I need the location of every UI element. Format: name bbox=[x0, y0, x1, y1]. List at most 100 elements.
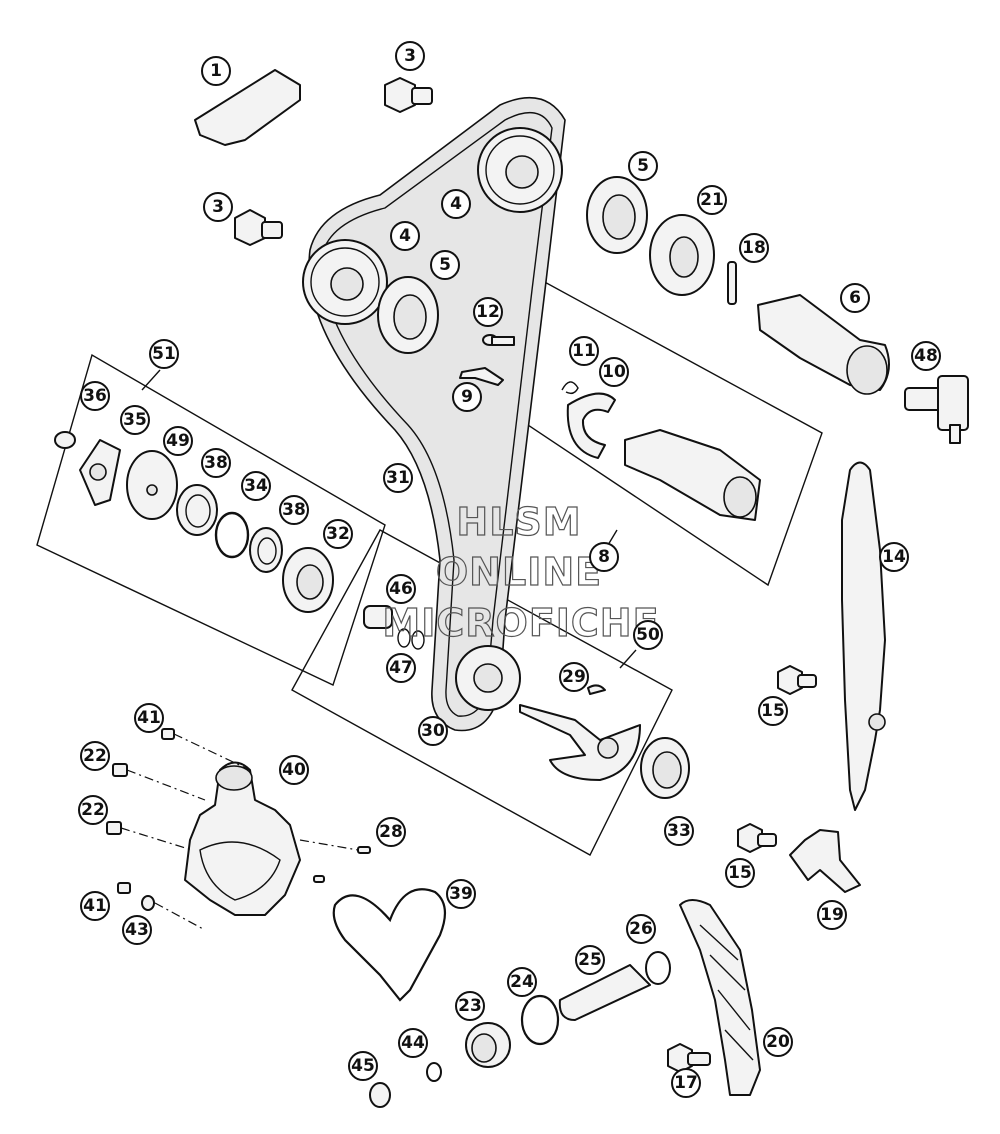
o-ring-44 bbox=[426, 1062, 442, 1082]
svg-text:9: 9 bbox=[461, 387, 473, 407]
bolt-12 bbox=[482, 334, 515, 346]
bolt-15-lower bbox=[737, 823, 777, 853]
svg-text:8: 8 bbox=[598, 547, 610, 567]
callout: 36 bbox=[80, 381, 110, 411]
callout: 49 bbox=[163, 426, 193, 456]
callout: 9 bbox=[452, 382, 482, 412]
callout: 4 bbox=[390, 221, 420, 251]
nut-36 bbox=[54, 431, 76, 449]
callout: 29 bbox=[559, 662, 589, 692]
svg-text:4: 4 bbox=[450, 194, 462, 214]
needle-bearing-33 bbox=[640, 737, 690, 799]
screw-22-bottom bbox=[106, 821, 193, 851]
svg-text:34: 34 bbox=[244, 476, 268, 496]
svg-text:32: 32 bbox=[326, 524, 350, 544]
callout: 47 bbox=[386, 653, 416, 683]
bolt-3-lower bbox=[234, 209, 283, 246]
svg-text:51: 51 bbox=[152, 344, 176, 364]
screw-41-top bbox=[161, 728, 251, 771]
svg-text:38: 38 bbox=[204, 453, 228, 473]
impeller bbox=[79, 439, 121, 506]
svg-text:24: 24 bbox=[510, 972, 534, 992]
svg-text:43: 43 bbox=[125, 920, 149, 940]
bolt-17 bbox=[667, 1043, 711, 1073]
svg-text:39: 39 bbox=[449, 884, 473, 904]
callout: 8 bbox=[589, 542, 619, 572]
svg-text:3: 3 bbox=[212, 197, 224, 217]
water-pump-group-box bbox=[36, 353, 386, 686]
callout: 22 bbox=[80, 741, 110, 771]
washer-43 bbox=[141, 895, 206, 931]
svg-text:17: 17 bbox=[674, 1073, 698, 1093]
callout: 46 bbox=[386, 574, 416, 604]
chain-guide-top bbox=[194, 69, 301, 146]
svg-text:45: 45 bbox=[351, 1056, 375, 1076]
svg-text:36: 36 bbox=[83, 386, 107, 406]
callout: 3 bbox=[395, 41, 425, 71]
svg-text:33: 33 bbox=[667, 821, 691, 841]
callout: 24 bbox=[507, 967, 537, 997]
svg-text:28: 28 bbox=[379, 822, 403, 842]
callout: 51 bbox=[149, 339, 179, 369]
svg-text:41: 41 bbox=[83, 896, 107, 916]
callout: 1 bbox=[201, 56, 231, 86]
callout: 15 bbox=[758, 696, 788, 726]
bolt-15-upper bbox=[777, 665, 817, 695]
callout: 22 bbox=[78, 795, 108, 825]
svg-text:35: 35 bbox=[123, 410, 147, 430]
pin bbox=[727, 261, 737, 305]
bearing-32 bbox=[282, 547, 334, 613]
o-ring-26 bbox=[645, 951, 671, 985]
clip-9 bbox=[459, 367, 504, 386]
spring-11 bbox=[561, 381, 579, 395]
tensioner-rail-20 bbox=[679, 899, 761, 1096]
guide-19 bbox=[789, 829, 861, 893]
svg-text:23: 23 bbox=[458, 996, 482, 1016]
callout: 38 bbox=[279, 495, 309, 525]
balancer-shaft bbox=[519, 704, 641, 781]
callout: 15 bbox=[725, 858, 755, 888]
callout: 33 bbox=[664, 816, 694, 846]
svg-text:38: 38 bbox=[282, 500, 306, 520]
o-rings-47 bbox=[397, 628, 425, 650]
callout: 34 bbox=[241, 471, 271, 501]
gasket-39 bbox=[332, 888, 447, 1002]
water-pump-cover bbox=[184, 761, 301, 916]
decompressor bbox=[649, 214, 715, 296]
svg-text:48: 48 bbox=[914, 346, 938, 366]
svg-text:12: 12 bbox=[476, 302, 500, 322]
callout: 20 bbox=[763, 1027, 793, 1057]
callout: 31 bbox=[383, 463, 413, 493]
callout: 38 bbox=[201, 448, 231, 478]
camshaft-sensor bbox=[904, 375, 969, 444]
callout: 18 bbox=[739, 233, 769, 263]
tensioner-25 bbox=[558, 964, 651, 1021]
circlip-34 bbox=[214, 511, 250, 559]
plug-45 bbox=[369, 1082, 391, 1108]
o-ring-24 bbox=[520, 994, 560, 1046]
impeller-disk-49 bbox=[126, 450, 178, 520]
screw-41-bottom bbox=[117, 882, 131, 894]
svg-text:15: 15 bbox=[761, 701, 785, 721]
svg-text:50: 50 bbox=[636, 625, 660, 645]
callout: 39 bbox=[446, 879, 476, 909]
callout: 50 bbox=[633, 620, 663, 650]
cam-sprocket-upper bbox=[477, 127, 563, 213]
svg-text:44: 44 bbox=[401, 1033, 425, 1053]
callout: 23 bbox=[455, 991, 485, 1021]
bolt-3-upper bbox=[384, 77, 433, 113]
callout: 26 bbox=[626, 914, 656, 944]
cam-shaft-bearing-10 bbox=[566, 392, 616, 459]
callout: 43 bbox=[122, 915, 152, 945]
svg-text:47: 47 bbox=[389, 658, 413, 678]
svg-text:41: 41 bbox=[137, 708, 161, 728]
svg-text:1: 1 bbox=[210, 61, 222, 81]
svg-text:29: 29 bbox=[562, 667, 586, 687]
callout: 25 bbox=[575, 945, 605, 975]
crankshaft-group-box bbox=[291, 529, 673, 856]
svg-text:31: 31 bbox=[386, 468, 410, 488]
callout: 35 bbox=[120, 405, 150, 435]
cam-sprocket-lower bbox=[302, 239, 388, 325]
callout: 5 bbox=[430, 250, 460, 280]
